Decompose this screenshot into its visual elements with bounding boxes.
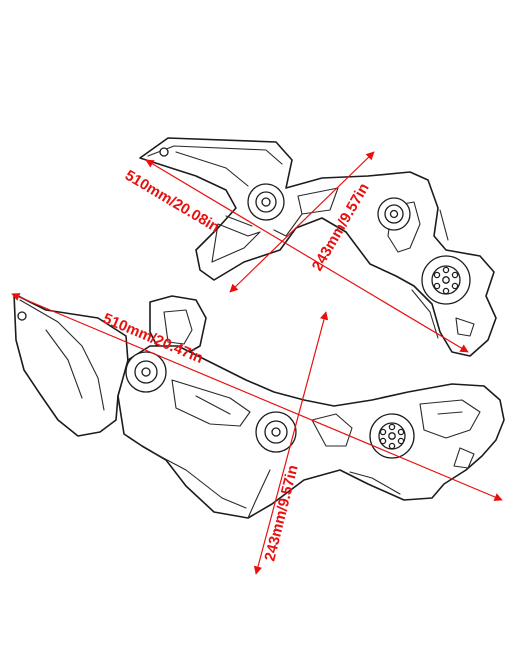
lower-bracket	[13, 293, 505, 519]
bolt-hole	[159, 147, 169, 157]
bolt-hole	[17, 311, 27, 321]
